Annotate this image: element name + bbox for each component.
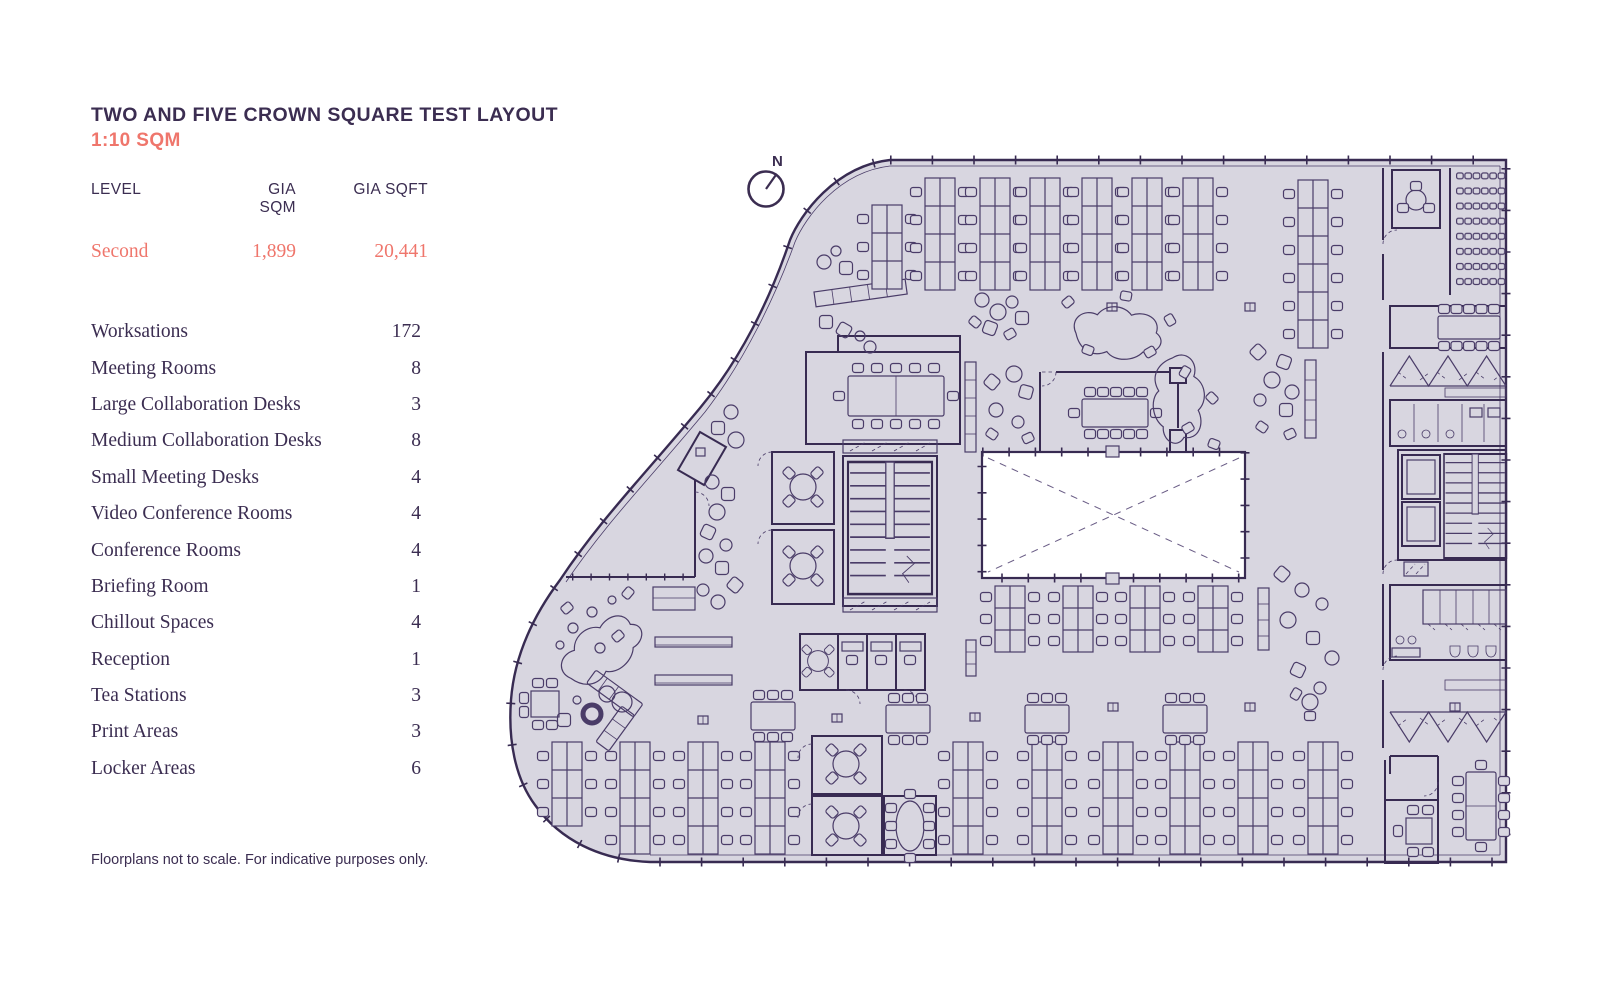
space-label: Reception (91, 648, 171, 670)
footer-note: Floorplans not to scale. For indicative … (91, 852, 429, 868)
gia-sqm-value: 1,899 (252, 241, 296, 262)
area-table: LEVEL GIA SQM GIA SQFT Second 1,899 20,4… (91, 181, 428, 263)
space-label: Small Meeting Desks (91, 466, 259, 488)
hatch-bands (842, 439, 938, 613)
space-count: 6 (411, 757, 421, 779)
space-row-tea: Tea Stations 3 (91, 678, 421, 714)
meeting-block-west (757, 335, 961, 613)
space-label: Chillout Spaces (91, 612, 214, 634)
compass-needle (765, 174, 777, 190)
space-row-meeting-rooms: Meeting Rooms 8 (91, 350, 421, 386)
desk-bank (538, 742, 597, 826)
chillout-northwest (813, 245, 908, 354)
space-count: 4 (411, 503, 421, 525)
space-count: 172 (391, 321, 421, 343)
space-row-print: Print Areas 3 (91, 714, 421, 750)
space-count: 4 (411, 466, 421, 488)
focus-booth-row (799, 633, 926, 705)
workstations-mid (965, 586, 1270, 677)
desk-bank (1049, 586, 1108, 652)
space-label: Briefing Room (91, 575, 209, 597)
page-subtitle: 1:10 SQM (91, 130, 181, 151)
space-row-briefing: Briefing Room 1 (91, 569, 421, 605)
col-header-gia-sqft: GIA SQFT (353, 181, 428, 198)
level-value: Second (91, 241, 149, 262)
space-row-video-conf: Video Conference Rooms 4 (91, 496, 421, 532)
space-label: Tea Stations (91, 685, 187, 707)
space-count: 4 (411, 539, 421, 561)
space-label: Conference Rooms (91, 539, 242, 561)
conference-room-se (1384, 755, 1510, 864)
space-label: Print Areas (91, 721, 179, 743)
space-count: 4 (411, 612, 421, 634)
east-wing (1382, 168, 1510, 864)
col-header-gia-sqm: GIA SQM (259, 181, 296, 216)
space-count: 1 (411, 575, 421, 597)
space-label: Large Collaboration Desks (91, 393, 301, 415)
modular-sofa (586, 670, 643, 751)
desk-bank (1116, 586, 1175, 652)
col-header-level: LEVEL (91, 181, 142, 198)
space-row-conference: Conference Rooms 4 (91, 532, 421, 568)
space-count: 8 (411, 357, 421, 379)
gia-sqft-value: 20,441 (374, 241, 428, 262)
page-title: TWO AND FIVE CROWN SQUARE TEST LAYOUT (91, 104, 558, 126)
space-label: Worksations (91, 321, 189, 343)
compass-label: N (772, 153, 783, 170)
space-count: 3 (411, 393, 421, 415)
vc-rooms-south (797, 735, 937, 863)
wc-south (1389, 584, 1507, 661)
space-count: 1 (411, 648, 421, 670)
meeting-table (1438, 305, 1500, 351)
desk-bank (858, 205, 917, 289)
space-count: 8 (411, 430, 421, 452)
space-label: Medium Collaboration Desks (91, 430, 322, 452)
briefing-room-seats (1456, 171, 1506, 292)
space-row-reception: Reception 1 (91, 642, 421, 678)
space-count: 3 (411, 685, 421, 707)
space-count: 3 (411, 721, 421, 743)
wc-north (1389, 399, 1507, 447)
space-row-large-collab: Large Collaboration Desks 3 (91, 387, 421, 423)
space-row-chillout: Chillout Spaces 4 (91, 605, 421, 641)
space-label: Locker Areas (91, 757, 196, 779)
space-list: Worksations 172 Meeting Rooms 8 Large Coll… (91, 314, 421, 787)
chillout-southeast (1272, 564, 1340, 722)
desk-bank (981, 586, 1040, 652)
space-row-medium-collab: Medium Collaboration Desks 8 (91, 423, 421, 459)
chillout-central (964, 290, 1317, 453)
entrance-vestibule (676, 430, 728, 487)
space-row-locker: Locker Areas 6 (91, 751, 421, 787)
desk-bank (1184, 586, 1243, 652)
north-arrow: N (747, 153, 785, 208)
compass-circle (747, 170, 785, 208)
reception-zone (518, 585, 733, 751)
chillout-facade-ribbon (696, 404, 745, 610)
core-void (977, 445, 1250, 585)
space-row-workstations: Worksations 172 (91, 314, 421, 350)
space-label: Meeting Rooms (91, 357, 217, 379)
space-row-small-meeting: Small Meeting Desks 4 (91, 460, 421, 496)
terrace (566, 430, 728, 581)
space-label: Video Conference Rooms (91, 503, 293, 525)
